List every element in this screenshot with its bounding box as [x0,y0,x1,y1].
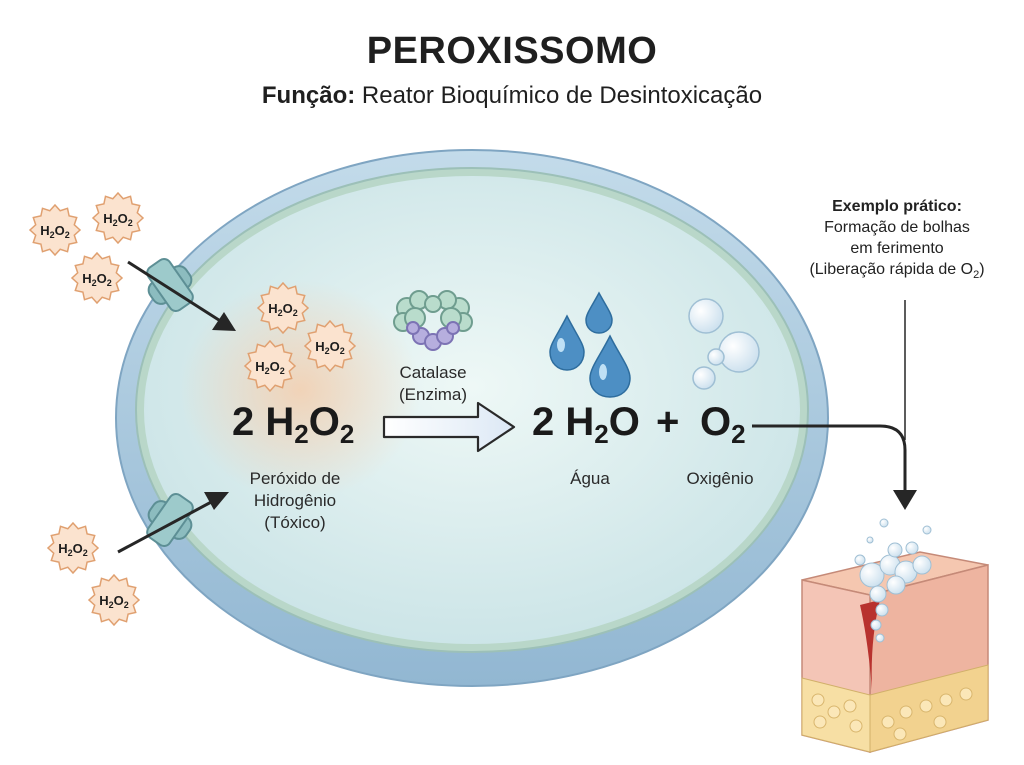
hydrogen-peroxide-molecule-label: H2O2 [103,211,133,228]
hydrogen-peroxide-molecule-label: H2O2 [315,339,345,356]
water-formula: 2 H2O [532,400,640,449]
enzyme-label-line1: Catalase [399,363,467,382]
practical-example-note: Exemplo prático: Formação de bolhas em f… [782,196,1012,286]
catalase-enzyme-icon [393,290,473,351]
note-line3: (Liberação rápida de O2) [809,261,985,282]
entry-arrow-icon [127,260,236,331]
oxygen-label: Oxigênio [686,469,754,488]
oxygen-formula: O2 [700,400,746,449]
note-line1: Formação de bolhas [824,219,970,236]
page-title: PEROXISSOMO [366,30,658,72]
note-line2: em ferimento [850,240,944,257]
hydrogen-peroxide-molecule-label: H2O2 [82,271,112,288]
peroxisome-membrane [115,149,829,687]
output-arrow-icon [752,424,917,510]
reaction-arrow-icon [382,401,516,453]
hydrogen-peroxide-molecule-icon: H2O2 [243,339,297,393]
hydrogen-peroxide-molecule-label: H2O2 [58,541,88,558]
hydrogen-peroxide-molecule-label: H2O2 [99,593,129,610]
reactant-formula: 2 H2O2 [232,400,355,449]
hydrogen-peroxide-molecule-icon: H2O2 [91,191,145,245]
water-label: Água [570,469,610,488]
enzyme-label: Catalase (Enzima) [370,362,496,406]
hydrogen-peroxide-molecule-icon: H2O2 [87,573,141,627]
subtitle-text: Reator Bioquímico de Desintoxicação [361,82,763,109]
hydrogen-peroxide-molecule-icon: H2O2 [303,319,357,373]
skin-wound-icon [801,518,989,753]
water-drop-icon [549,291,631,398]
subtitle-prefix: Função: [261,82,356,109]
note-heading: Exemplo prático: [832,198,962,215]
hydrogen-peroxide-molecule-label: H2O2 [255,359,285,376]
hydrogen-peroxide-molecule-icon: H2O2 [28,203,82,257]
oxygen-bubble-icon [688,298,760,390]
hydrogen-peroxide-molecule-icon: H2O2 [70,251,124,305]
hydrogen-peroxide-molecule-label: H2O2 [268,301,298,318]
hydrogen-peroxide-molecule-icon: H2O2 [256,281,310,335]
page-subtitle: Função: Reator Bioquímico de Desintoxica… [0,82,1024,110]
reactant-label-line2: Hidrogênio [253,491,337,510]
reactant-label: Peróxido de Hidrogênio (Tóxico) [210,468,380,534]
reactant-label-line3: (Tóxico) [264,513,326,532]
membrane-channel-icon [146,492,194,548]
enzyme-label-line2: (Enzima) [398,385,467,404]
hydrogen-peroxide-molecule-label: H2O2 [40,223,70,240]
membrane-channel-icon [146,257,194,313]
reactant-label-line1: Peróxido de [249,469,341,488]
plus-sign: + [656,400,680,444]
entry-arrow-icon [117,492,229,554]
hydrogen-peroxide-molecule-icon: H2O2 [46,521,100,575]
